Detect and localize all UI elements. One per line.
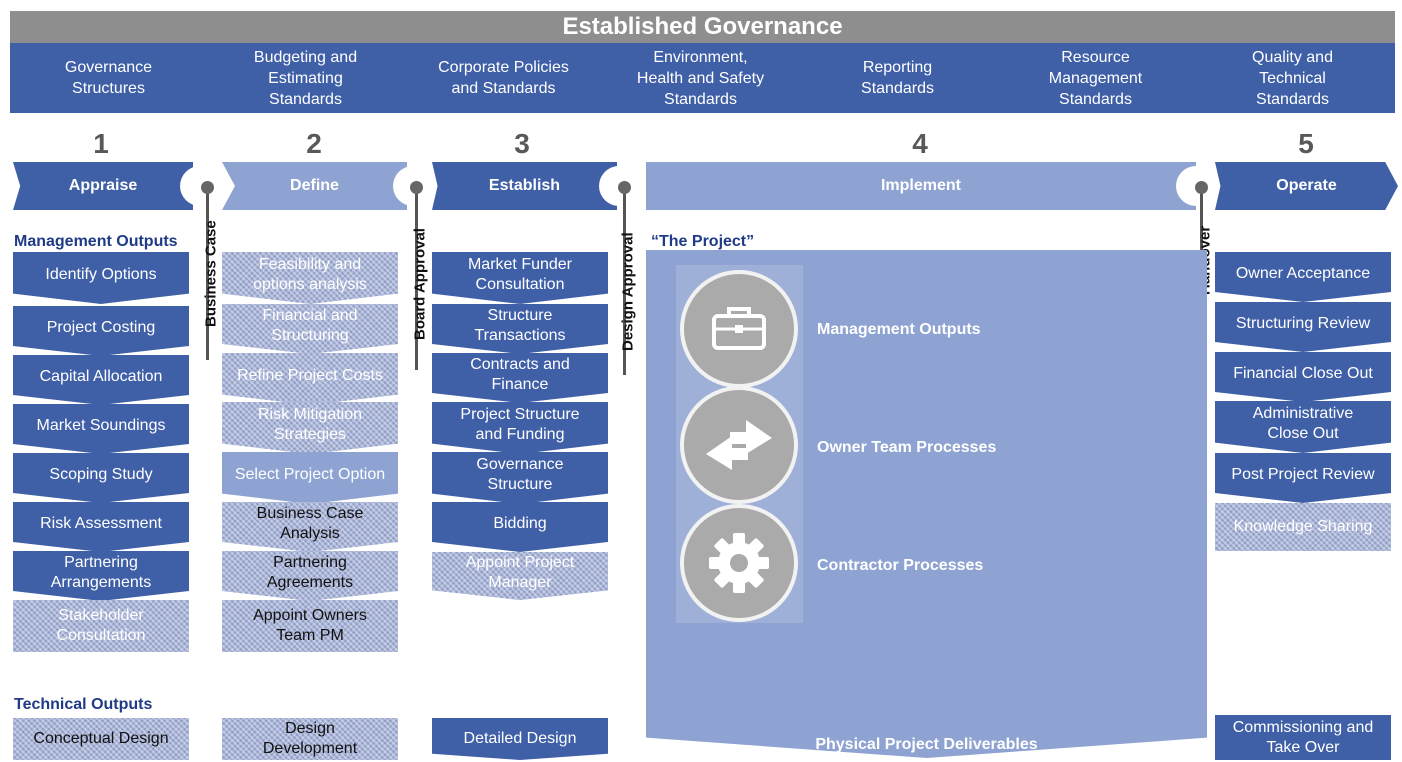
phase-number: 1 (93, 128, 109, 159)
phase-establish: Establish (432, 162, 617, 210)
output-box: Risk Assessment (13, 502, 189, 552)
output-box: Project Structure and Funding (432, 402, 608, 454)
project-footer: Physical Project Deliverables (815, 736, 1038, 753)
output-box: Risk Mitigation Strategies (222, 402, 398, 454)
gate-dot (201, 181, 214, 194)
output-box: Financial and Structuring (222, 304, 398, 354)
gear-icon (680, 504, 798, 622)
output-box: Structuring Review (1215, 302, 1391, 352)
phase-implement: Implement (646, 162, 1196, 210)
standard-item: Quality and Technical Standards (1252, 48, 1333, 108)
output-box: Appoint Owners Team PM (222, 600, 398, 652)
technical-box: Design Development (222, 718, 398, 760)
output-box: Market Soundings (13, 404, 189, 454)
output-box: Refine Project Costs (222, 353, 398, 405)
output-box: Stakeholder Consultation (13, 600, 189, 652)
the-project-label: “The Project” (651, 233, 755, 250)
output-box: Identify Options (13, 252, 189, 304)
process-label: Owner Team Processes (817, 439, 997, 456)
output-box: Structure Transactions (432, 304, 608, 354)
gate-line (623, 190, 626, 375)
standard-item: Reporting Standards (861, 59, 934, 97)
gate-board-approval: Board Approval (411, 228, 429, 340)
output-box: Owner Acceptance (1215, 252, 1391, 302)
technical-box: Commissioning and Take Over (1215, 715, 1391, 760)
output-box: Feasibility and options analysis (222, 252, 398, 304)
management-outputs-label: Management Outputs (14, 233, 178, 250)
phase-number: 3 (514, 128, 530, 159)
standard-item: Corporate Policies and Standards (438, 59, 569, 97)
output-box: Appoint Project Manager (432, 552, 608, 600)
process-label: Management Outputs (817, 321, 981, 338)
output-box: Capital Allocation (13, 355, 189, 405)
output-box: Knowledge Sharing (1215, 503, 1391, 551)
phase-number: 5 (1298, 128, 1314, 159)
technical-outputs-label: Technical Outputs (14, 696, 153, 713)
output-box: Partnering Agreements (222, 551, 398, 601)
gate-line (206, 190, 209, 360)
output-box: Partnering Arrangements (13, 551, 189, 601)
gate-dot (618, 181, 631, 194)
output-box: Scoping Study (13, 453, 189, 503)
governance-title: Established Governance (10, 11, 1395, 43)
gate-line (415, 190, 418, 370)
output-box: Governance Structure (432, 452, 608, 504)
phase-number: 2 (306, 128, 322, 159)
process-label: Contractor Processes (817, 557, 984, 574)
gate-notch (180, 166, 220, 206)
gate-dot (1195, 181, 1208, 194)
standard-item: Environment, Health and Safety Standards (636, 48, 765, 108)
output-box: Select Project Option (222, 452, 398, 504)
standard-item: Governance Structures (64, 59, 153, 97)
exchange-arrows-icon (680, 386, 798, 504)
output-box: Bidding (432, 502, 608, 552)
technical-box: Detailed Design (432, 718, 608, 760)
gate-dot (410, 181, 423, 194)
output-box: Contracts and Finance (432, 353, 608, 403)
standard-item: Budgeting and Estimating Standards (253, 48, 358, 108)
technical-box: Conceptual Design (13, 718, 189, 760)
gate-business-case: Business Case (202, 220, 220, 327)
gate-design-approval: Design Approval (619, 232, 637, 351)
output-box: Post Project Review (1215, 453, 1391, 503)
phase-operate: Operate (1215, 162, 1398, 210)
standard-item: Resource Management Standards (1048, 48, 1143, 108)
output-box: Administrative Close Out (1215, 401, 1391, 453)
standards-row: Governance Structures Budgeting and Esti… (10, 43, 1395, 113)
output-box: Market Funder Consultation (432, 252, 608, 304)
output-box: Business Case Analysis (222, 502, 398, 552)
output-box: Project Costing (13, 306, 189, 356)
output-box: Financial Close Out (1215, 352, 1391, 402)
phase-appraise: Appraise (13, 162, 193, 210)
phase-define: Define (222, 162, 407, 210)
phase-number: 4 (912, 128, 928, 159)
toolbox-icon (680, 270, 798, 388)
